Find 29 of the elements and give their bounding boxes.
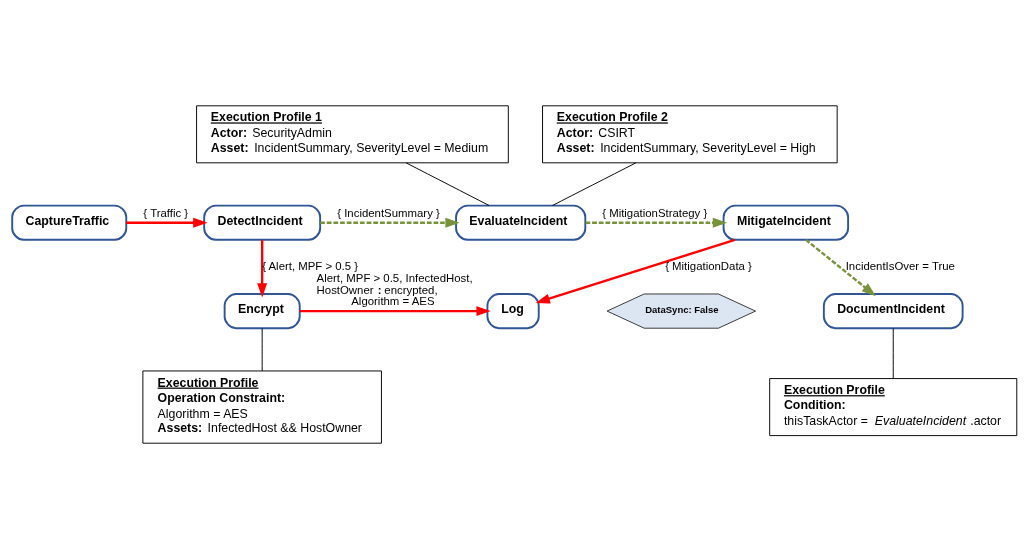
arrow <box>126 217 208 228</box>
node-box: Log <box>486 293 540 330</box>
node-box: Execution Profile Condition: thisTaskActor = EvaluateIncident.actor <box>769 378 1018 437</box>
node-box: DocumentIncident <box>822 293 964 330</box>
arrow <box>257 239 268 298</box>
edge-label: { MitigationData } <box>665 259 752 272</box>
edge-label: { Alert, MPF > 0.5 } <box>262 259 359 272</box>
edge-label: Alert, MPF > 0.5, InfectedHost, HostOwner : encrypted, Algorithm = AES <box>316 272 473 308</box>
node-box: CaptureTraffic <box>11 204 128 241</box>
node-box: Execution Profile 1 Actor: SecurityAdmin Asset: IncidentSummary, SeverityLevel = Medium <box>196 105 509 164</box>
node-box: DetectIncident <box>203 204 322 241</box>
node-box: Execution Profile 2 Actor: CSIRT Asset: IncidentSummary, SeverityLevel = High <box>542 105 838 164</box>
arrow <box>535 238 736 304</box>
connector <box>261 327 263 372</box>
edge-label: { MitigationStrategy } <box>602 206 708 219</box>
arrow <box>805 239 876 297</box>
arrow <box>585 217 728 228</box>
arrow <box>320 217 460 228</box>
edge-label: { IncidentSummary } <box>337 206 440 219</box>
node-box: MitigateIncident <box>722 204 850 241</box>
edge-label: IncidentIsOver = True <box>845 259 955 272</box>
node-box: EvaluateIncident <box>455 204 587 241</box>
connector <box>552 162 637 206</box>
connector <box>405 162 490 206</box>
connector <box>892 327 894 379</box>
arrow <box>299 306 491 317</box>
edge-label: { Traffic } <box>143 206 189 219</box>
node-box: Encrypt <box>223 293 301 330</box>
node-box: Execution Profile Operation Constraint: Algorithm = AES Assets: InfectedHost && HostOwner <box>142 370 382 444</box>
